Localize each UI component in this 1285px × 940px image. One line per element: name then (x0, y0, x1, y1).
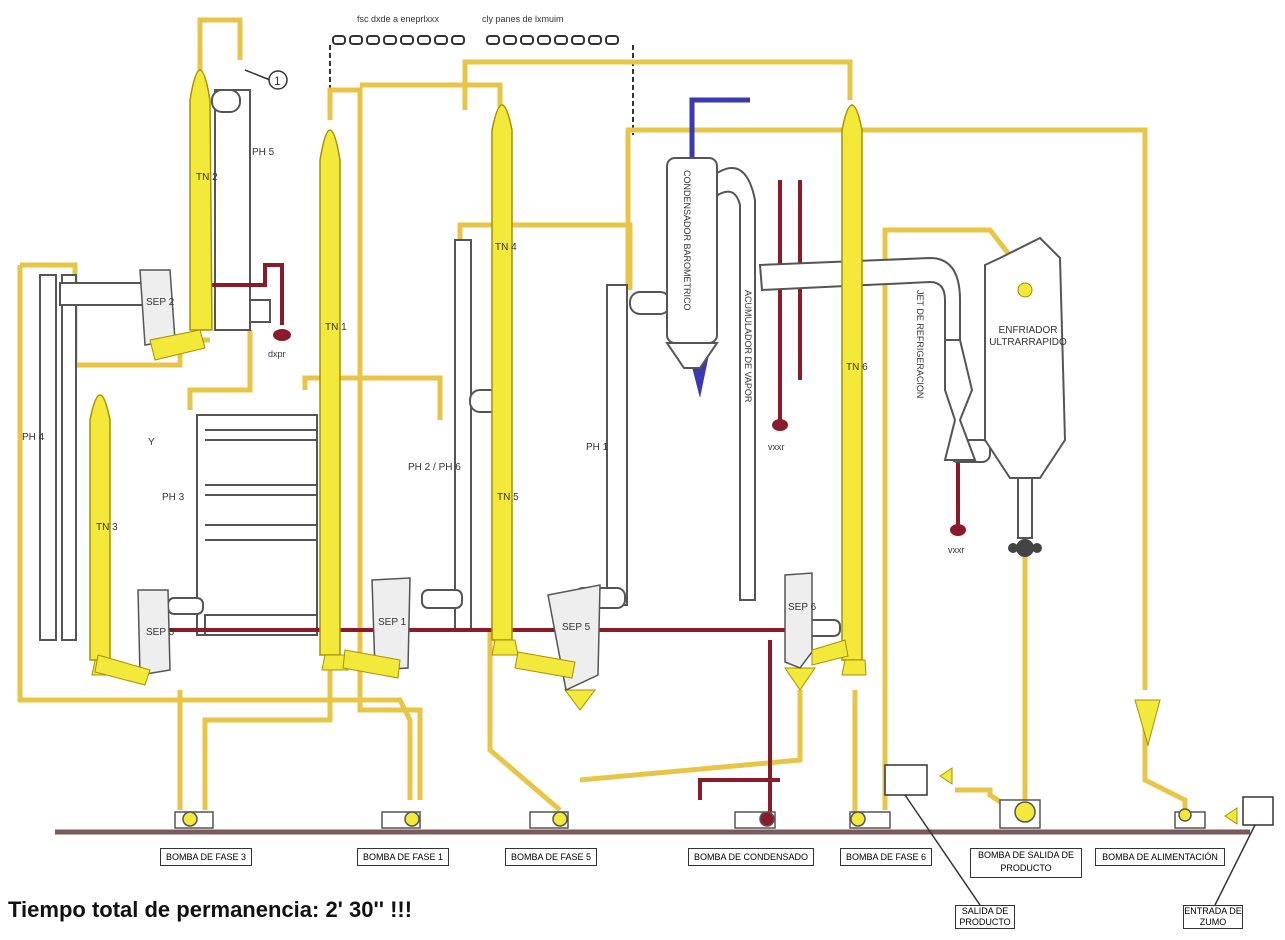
column-bottoms (92, 640, 1160, 745)
label-sep5: SEP 5 (562, 622, 591, 633)
top-label-left: fsc dxde a eneprlxxx (357, 14, 440, 24)
label-tn6: TN 6 (846, 362, 868, 373)
label-ph3: PH 3 (162, 492, 185, 503)
pump-label-wrap: BOMBA DE FASE 1 (357, 848, 449, 868)
pump-label: BOMBA DE FASE 3 (160, 848, 252, 866)
label-ph4: PH 4 (22, 432, 45, 443)
vapor-label-1: dxpr (268, 349, 286, 359)
pump-label-wrap: BOMBA DE FASE 6 (840, 848, 932, 868)
label-ph1: PH 1 (586, 442, 609, 453)
salida-label: SALIDA DE PRODUCTO (955, 905, 1015, 929)
label-sep6: SEP 6 (788, 602, 817, 613)
pump-label-wrap: BOMBA DE ALIMENTACIÓN (1095, 848, 1225, 868)
label-condensador: CONDENSADOR BAROMETRICO (682, 170, 692, 311)
label-tn3: TN 3 (96, 522, 118, 533)
inlet-arrow (1225, 808, 1237, 824)
pump-label-wrap: BOMBA DE FASE 5 (505, 848, 597, 868)
salida-label-wrap: SALIDA DE PRODUCTO (955, 905, 1015, 937)
ultra-cooler (985, 238, 1065, 557)
vapor-drop-3 (950, 524, 966, 536)
top-label-right: cly panes de lxmuim (482, 14, 564, 24)
marker-one-text: 1 (274, 74, 281, 88)
label-sep2: SEP 2 (146, 297, 175, 308)
entrada-label-wrap: ENTRADA DE ZUMO (1183, 905, 1243, 937)
enfriador-label: ENFRIADOR ULTRARRAPIDO (988, 325, 1068, 349)
pump-label: BOMBA DE SALIDA DE PRODUCTO (970, 848, 1082, 878)
pump-label: BOMBA DE CONDENSADO (688, 848, 814, 866)
pump-labels: BOMBA DE FASE 3 BOMBA DE FASE 1 BOMBA DE F… (160, 848, 1225, 880)
vapor-label-3: vxxr (948, 545, 965, 555)
label-tn2: TN 2 (196, 172, 218, 183)
outlet-arrow (940, 768, 952, 784)
label-jet: JET DE REFRIGERACION (915, 290, 925, 398)
label-acumulador: ACUMULADOR DE VAPOR (743, 290, 753, 403)
label-tn4: TN 4 (495, 242, 517, 253)
label-y: Y (148, 437, 155, 448)
label-tn5: TN 5 (497, 492, 519, 503)
label-sep3: SEP 3 (146, 627, 175, 638)
entrada-label: ENTRADA DE ZUMO (1183, 905, 1243, 929)
pump-label-wrap: BOMBA DE FASE 3 (160, 848, 252, 868)
vapor-drop-2 (772, 419, 788, 431)
label-sep1: SEP 1 (378, 617, 407, 628)
pump-label-wrap: BOMBA DE SALIDA DE PRODUCTO (970, 848, 1082, 880)
pump-label: BOMBA DE FASE 1 (357, 848, 449, 866)
residence-time-caption: Tiempo total de permanencia: 2' 30'' !!! (8, 897, 412, 923)
label-ph2-6: PH 2 / PH 6 (408, 462, 461, 473)
pump-label: BOMBA DE FASE 5 (505, 848, 597, 866)
pump-label-wrap: BOMBA DE CONDENSADO (688, 848, 814, 868)
pump-label: BOMBA DE ALIMENTACIÓN (1095, 848, 1225, 866)
label-tn1: TN 1 (325, 322, 347, 333)
vapor-label-2: vxxr (768, 442, 785, 452)
juice-inlet-box (1243, 797, 1273, 825)
label-ph5: PH 5 (252, 147, 275, 158)
pumps (175, 800, 1205, 828)
pump-label: BOMBA DE FASE 6 (840, 848, 932, 866)
vapor-drop-1 (273, 329, 291, 341)
enfriador-label-wrap: ENFRIADOR ULTRARRAPIDO (988, 325, 1068, 365)
marker-one-leader (245, 70, 270, 80)
product-outlet-box (885, 765, 927, 795)
